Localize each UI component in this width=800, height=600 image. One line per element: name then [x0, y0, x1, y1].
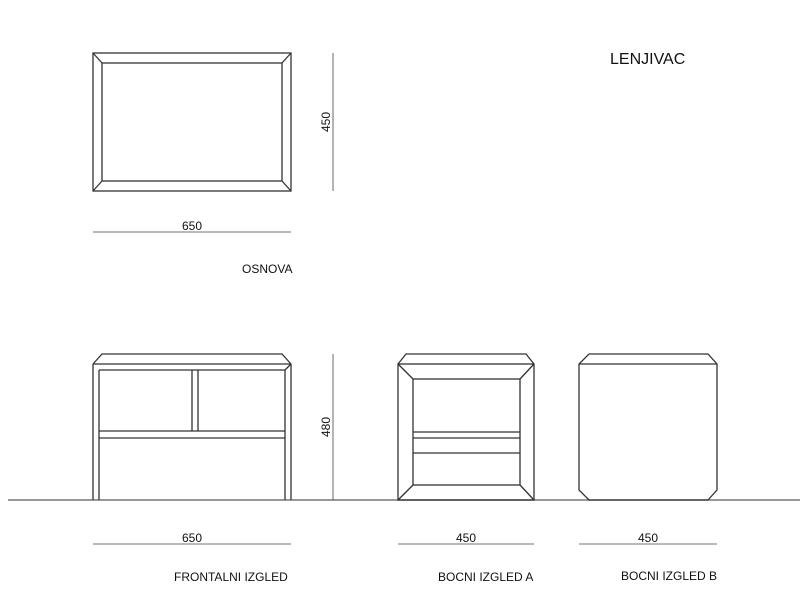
- front-view-label: FRONTALNI IZGLED: [174, 570, 288, 584]
- svg-text:480: 480: [319, 417, 333, 437]
- front-view: [92, 353, 292, 500]
- drawing-title: LENJIVAC: [610, 51, 685, 68]
- svg-text:450: 450: [319, 112, 333, 132]
- side-b-width-dimension: 450: [579, 531, 717, 545]
- svg-text:650: 650: [182, 219, 202, 233]
- plan-depth-dimension: 450: [319, 53, 334, 191]
- svg-text:450: 450: [456, 531, 476, 545]
- plan-view: [92, 52, 292, 192]
- side-view-a-label: BOCNI IZGLED A: [438, 570, 533, 584]
- svg-text:450: 450: [638, 531, 658, 545]
- plan-view-label: OSNOVA: [242, 262, 292, 276]
- side-view-a: [397, 353, 535, 501]
- side-view-b-label: BOCNI IZGLED B: [621, 569, 717, 583]
- side-a-width-dimension: 450: [398, 531, 534, 545]
- front-width-dimension: 650: [93, 531, 291, 545]
- side-view-b: [578, 353, 718, 501]
- plan-width-dimension: 650: [93, 219, 291, 233]
- front-height-dimension: 480: [319, 354, 334, 500]
- svg-text:650: 650: [182, 531, 202, 545]
